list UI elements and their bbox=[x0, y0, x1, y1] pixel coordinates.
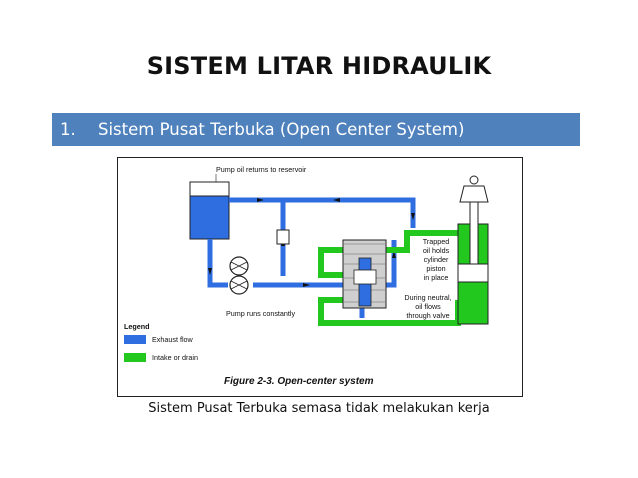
section-header-bar: 1. Sistem Pusat Terbuka (Open Center Syst… bbox=[52, 113, 580, 146]
legend-title: Legend bbox=[124, 322, 150, 331]
label-neutral-2: oil flows bbox=[415, 302, 441, 311]
hydraulic-diagram: Pump oil returns to reservoir Pump runs … bbox=[124, 165, 489, 387]
label-pump: Pump runs constantly bbox=[226, 309, 296, 318]
legend-label-intake: Intake or drain bbox=[152, 353, 198, 362]
label-trapped-4: piston bbox=[426, 264, 445, 273]
relief-valve bbox=[276, 229, 290, 245]
upper-loop-left bbox=[318, 247, 343, 278]
section-number: 1. bbox=[60, 120, 76, 139]
pump bbox=[229, 256, 249, 295]
reservoir-tank bbox=[189, 195, 230, 240]
label-trapped-1: Trapped bbox=[423, 237, 450, 246]
label-neutral-3: through valve bbox=[406, 311, 449, 320]
control-valve bbox=[342, 239, 387, 309]
upper-loop-right bbox=[386, 230, 458, 253]
figure-title: Figure 2-3. Open-center system bbox=[224, 376, 374, 387]
label-trapped-5: in place bbox=[424, 273, 449, 282]
section-label: Sistem Pusat Terbuka (Open Center System… bbox=[98, 120, 465, 139]
return-line-top bbox=[229, 197, 416, 228]
hydraulic-diagram-figure: Pump oil returns to reservoir Pump runs … bbox=[117, 157, 523, 397]
reservoir-top bbox=[189, 181, 230, 197]
label-neutral-1: During neutral, bbox=[404, 293, 451, 302]
figure-caption: Sistem Pusat Terbuka semasa tidak melaku… bbox=[148, 401, 490, 416]
legend-swatch-intake bbox=[124, 353, 146, 362]
legend-label-exhaust: Exhaust flow bbox=[152, 335, 194, 344]
legend-swatch-exhaust bbox=[124, 335, 146, 344]
hydraulic-cylinder bbox=[457, 175, 489, 325]
label-returns: Pump oil returns to reservoir bbox=[216, 165, 307, 174]
slide-title: SISTEM LITAR HIDRAULIK bbox=[146, 52, 492, 80]
label-trapped-3: cylinder bbox=[424, 255, 449, 264]
label-trapped-2: oil holds bbox=[423, 246, 450, 255]
reservoir-to-pump-line bbox=[207, 239, 228, 288]
